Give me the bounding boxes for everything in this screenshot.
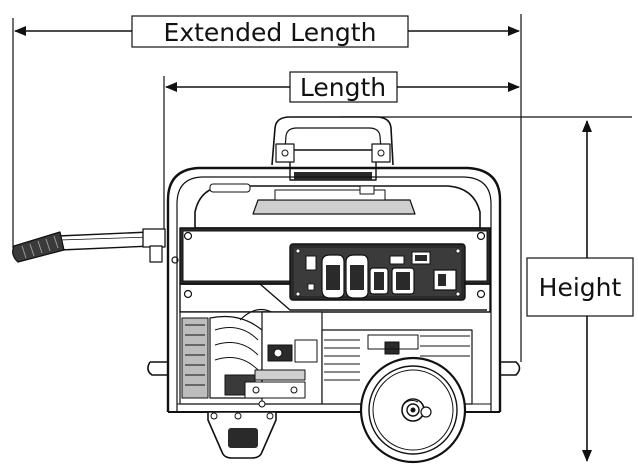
extended-length-dimension: Extended Length [12,14,522,362]
length-label-box [289,71,398,103]
fuel-tank [194,183,481,229]
height-dimension: Height [340,116,634,462]
extended-handle [12,228,179,264]
engine [179,308,323,405]
top-lift-handle [271,116,394,181]
control-panel [289,243,466,301]
power-switch-icon [305,255,317,271]
length-label: Length [300,73,386,102]
height-label-box [526,257,634,317]
wheel-icon [359,356,467,464]
generator-illustration [12,116,521,464]
extended-length-label-box [131,15,409,48]
outlet-icon [321,254,369,299]
extended-length-label: Extended Length [164,18,377,47]
height-label: Height [539,273,622,302]
handle-grip-icon [12,231,65,263]
length-dimension: Length [163,71,520,236]
front-foot [207,400,277,459]
